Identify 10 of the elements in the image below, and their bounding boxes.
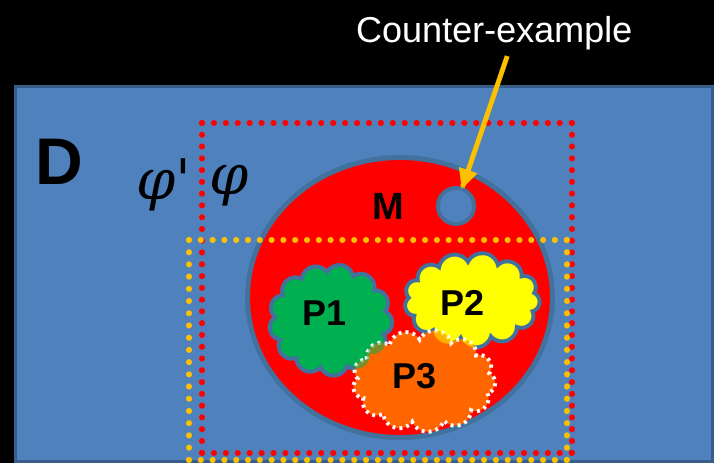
set-label: P3: [392, 358, 436, 394]
set-label: φ: [209, 148, 248, 204]
set-label: P1: [302, 295, 346, 331]
set-label: φ': [136, 153, 191, 209]
set-label: P2: [440, 285, 484, 321]
arrow: [458, 55, 510, 189]
set-label: M: [372, 188, 404, 226]
region-label: D: [35, 128, 83, 194]
callout-text: Counter-example: [356, 12, 632, 48]
circle-marker: [436, 186, 476, 226]
